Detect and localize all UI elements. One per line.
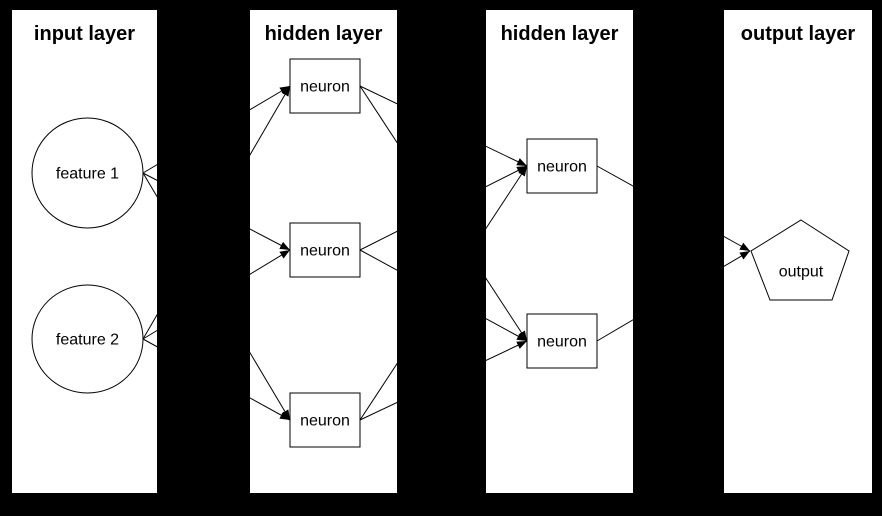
node-box-hidden2-neuron-1 (526, 138, 598, 194)
edge-feature-2-to-hidden1-neuron-1 (142, 85, 291, 340)
node-box-hidden1-neuron-1 (289, 58, 361, 114)
node-circle-feature-1 (31, 117, 144, 229)
node-label-hidden1-neuron-3: neuron (300, 413, 350, 430)
edge-hidden1-neuron-3-to-hidden2-neuron-1 (359, 165, 528, 421)
edge-hidden1-neuron-2-to-hidden2-neuron-2 (359, 249, 528, 342)
layer-title-hidden-layer-1: hidden layer (265, 23, 383, 45)
node-label-hidden2-neuron-2: neuron (537, 334, 587, 351)
edge-hidden2-neuron-1-to-output (596, 165, 751, 252)
node-label-hidden2-neuron-1: neuron (537, 159, 587, 176)
node-box-hidden1-neuron-2 (289, 222, 361, 278)
layer-title-output-layer: output layer (741, 23, 856, 45)
layer-title-input-layer: input layer (34, 23, 135, 45)
node-pentagon-output (750, 219, 850, 301)
node-label-feature-1: feature 1 (56, 166, 119, 183)
node-label-hidden1-neuron-2: neuron (300, 243, 350, 260)
edge-feature-1-to-hidden1-neuron-3 (142, 172, 291, 421)
edge-hidden1-neuron-3-to-hidden2-neuron-2 (359, 340, 528, 421)
node-label-feature-2: feature 2 (56, 332, 119, 349)
edge-hidden1-neuron-2-to-hidden2-neuron-1 (359, 165, 528, 251)
edge-hidden1-neuron-1-to-hidden2-neuron-1 (359, 85, 528, 167)
edge-feature-1-to-hidden1-neuron-2 (142, 172, 291, 251)
edge-feature-1-to-hidden1-neuron-1 (142, 85, 291, 174)
edge-feature-2-to-hidden1-neuron-2 (142, 249, 291, 340)
edge-hidden2-neuron-2-to-output (596, 250, 751, 342)
layer-panel-hidden-layer-2 (486, 10, 633, 493)
node-box-hidden1-neuron-3 (289, 392, 361, 448)
node-label-hidden1-neuron-1: neuron (300, 79, 350, 96)
layer-title-hidden-layer-2: hidden layer (501, 23, 619, 45)
layer-panel-input-layer (12, 10, 157, 493)
node-label-output: output (779, 264, 824, 281)
edge-feature-2-to-hidden1-neuron-3 (142, 338, 291, 421)
node-box-hidden2-neuron-2 (526, 313, 598, 369)
edge-hidden1-neuron-1-to-hidden2-neuron-2 (359, 85, 528, 342)
node-circle-feature-2 (31, 284, 144, 394)
